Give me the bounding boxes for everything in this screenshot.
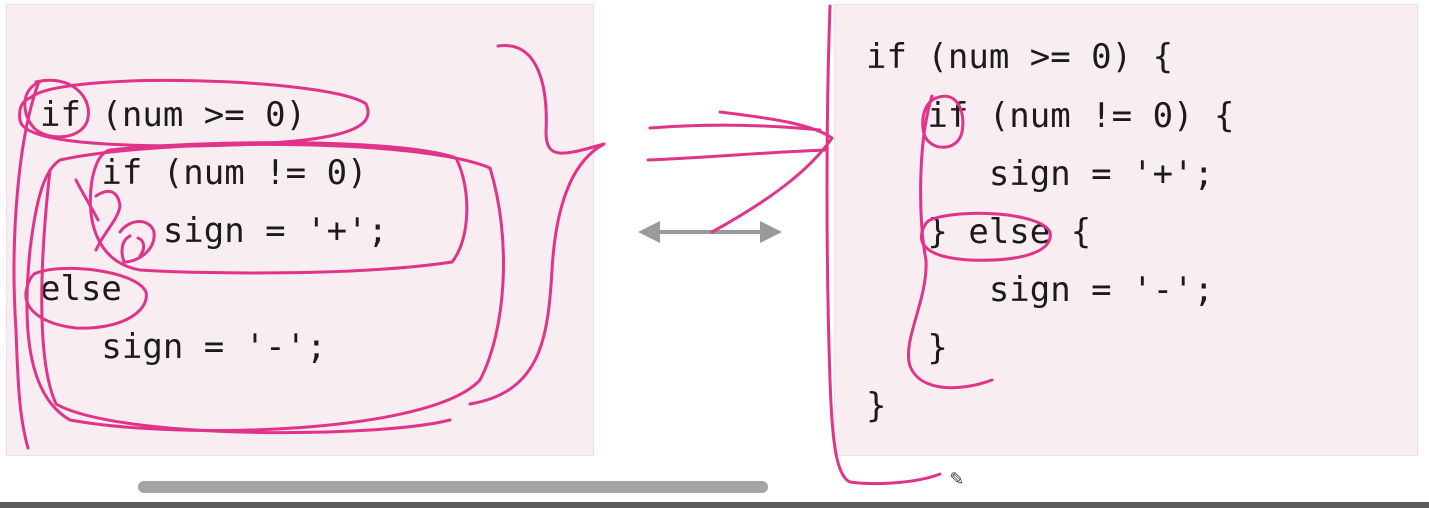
left-code-line-4: else <box>40 269 122 309</box>
right-code-line-1: if (num >= 0) { <box>866 37 1174 77</box>
right-code-line-3: sign = '+'; <box>866 154 1214 194</box>
bottom-bar <box>0 502 1429 508</box>
right-code-line-4: } else { <box>866 212 1092 252</box>
double-arrow-icon <box>638 221 782 243</box>
scrollbar-thumb[interactable] <box>138 481 768 493</box>
right-code-line-6: } <box>866 328 948 368</box>
ink-implies-lines <box>646 123 828 162</box>
left-code-line-3: sign = '+'; <box>40 211 388 251</box>
right-code-line-2: if (num != 0) { <box>866 96 1235 136</box>
horizontal-scrollbar[interactable] <box>138 481 770 493</box>
left-code-line-5: sign = '-'; <box>40 327 327 367</box>
left-code-line-1: if (num >= 0) <box>40 95 307 135</box>
left-code-line-2: if (num != 0) <box>40 153 368 193</box>
pencil-icon: ✎ <box>950 466 964 491</box>
right-code-line-5: sign = '-'; <box>866 270 1214 310</box>
right-code-line-7: } <box>866 386 887 426</box>
